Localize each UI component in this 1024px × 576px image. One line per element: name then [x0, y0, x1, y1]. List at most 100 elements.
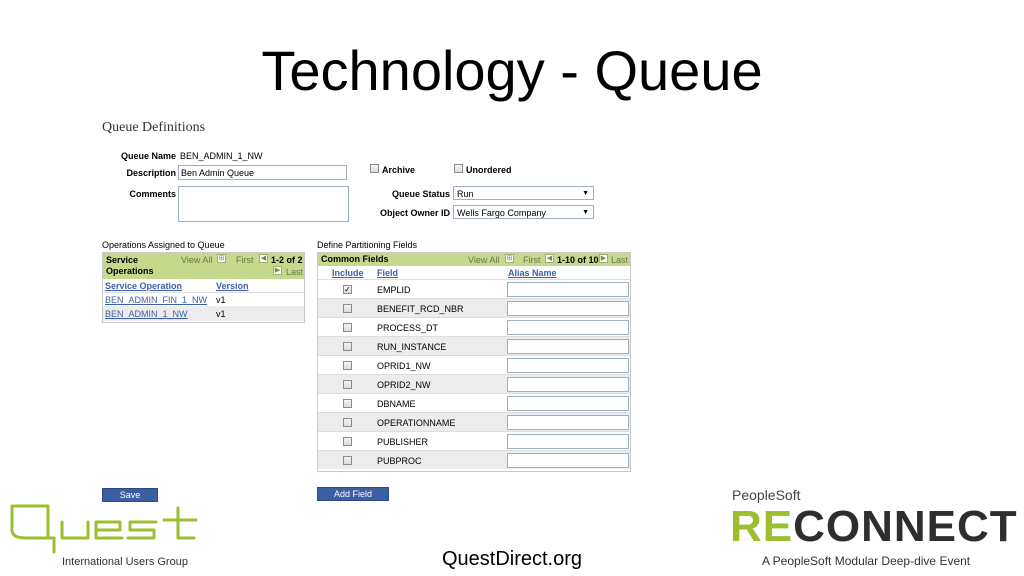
table-row: PUBPROC [318, 450, 630, 469]
column-header-version[interactable]: Version [216, 281, 249, 291]
quest-logo [10, 504, 198, 554]
next-icon[interactable]: ▶ [599, 254, 608, 263]
alias-name-input[interactable] [507, 396, 629, 411]
alias-name-input[interactable] [507, 282, 629, 297]
save-button[interactable]: Save [102, 488, 158, 502]
table-row: ✓EMPLID [318, 279, 630, 298]
chevron-down-icon: ▼ [582, 190, 589, 197]
service-operation-link[interactable]: BEN_ADMIN_FIN_1_NW [105, 295, 208, 305]
partition-grid-title: Define Partitioning Fields [317, 240, 418, 250]
prev-icon[interactable]: ◀ [545, 254, 554, 263]
chevron-down-icon: ▼ [582, 209, 589, 216]
alias-name-input[interactable] [507, 453, 629, 468]
field-name: PUBLISHER [377, 437, 429, 447]
queue-name-value: BEN_ADMIN_1_NW [180, 151, 263, 161]
partition-grid: Common Fields View All ⊞ First ◀ 1-10 of… [317, 252, 631, 472]
table-row: BENEFIT_RCD_NBR [318, 298, 630, 317]
object-owner-select[interactable]: Wells Fargo Company ▼ [453, 205, 594, 219]
column-header-field[interactable]: Field [377, 268, 399, 278]
reconnect-subtitle: A PeopleSoft Modular Deep-dive Event [762, 554, 971, 568]
include-checkbox[interactable] [343, 361, 352, 370]
include-checkbox[interactable] [343, 456, 352, 465]
comments-label: Comments [129, 189, 176, 199]
field-name: OPERATIONNAME [377, 418, 456, 428]
zoom-icon[interactable]: ⊞ [217, 254, 226, 263]
page-title: Queue Definitions [102, 120, 206, 135]
slide-title: Technology - Queue [261, 39, 763, 102]
operations-grid: Service Operations View All ⊞ First ◀ 1-… [102, 252, 305, 323]
operations-column-header-row: Service Operation Version [103, 279, 304, 292]
field-name: OPRID1_NW [377, 361, 431, 371]
operations-first-link[interactable]: First [236, 255, 254, 265]
include-checkbox[interactable] [343, 437, 352, 446]
zoom-icon[interactable]: ⊞ [505, 254, 514, 263]
queue-status-select[interactable]: Run ▼ [453, 186, 594, 200]
include-checkbox[interactable] [343, 399, 352, 408]
partition-header-label: Common Fields [321, 254, 389, 264]
alias-name-input[interactable] [507, 377, 629, 392]
include-checkbox[interactable] [343, 323, 352, 332]
archive-label: Archive [382, 165, 416, 175]
include-checkbox[interactable] [343, 342, 352, 351]
version-value: v1 [216, 295, 226, 305]
include-checkbox[interactable]: ✓ [343, 285, 352, 294]
table-row: PUBLISHER [318, 431, 630, 450]
partition-last-link[interactable]: Last [611, 255, 629, 265]
table-row: OPERATIONNAME [318, 412, 630, 431]
next-icon[interactable]: ▶ [273, 266, 282, 275]
alias-name-input[interactable] [507, 358, 629, 373]
queue-name-label: Queue Name [120, 151, 176, 161]
prev-icon[interactable]: ◀ [259, 254, 268, 263]
footer-url: QuestDirect.org [441, 548, 583, 570]
column-header-service-operation[interactable]: Service Operation [105, 281, 183, 291]
table-row: PROCESS_DT [318, 317, 630, 336]
operations-grid-header: Service Operations View All ⊞ First ◀ 1-… [103, 253, 304, 279]
reconnect-logo-rest: CONNECT [793, 502, 1018, 551]
partition-range: 1-10 of 10 [557, 255, 599, 265]
partition-view-all-link[interactable]: View All [468, 255, 500, 265]
field-name: BENEFIT_RCD_NBR [377, 304, 464, 314]
include-checkbox[interactable] [343, 304, 352, 313]
partition-first-link[interactable]: First [523, 255, 541, 265]
field-name: DBNAME [377, 399, 416, 409]
object-owner-value: Wells Fargo Company [457, 208, 546, 218]
queue-status-value: Run [457, 189, 474, 199]
queue-status-label: Queue Status [391, 189, 450, 199]
include-checkbox[interactable] [343, 418, 352, 427]
alias-name-input[interactable] [507, 320, 629, 335]
alias-name-input[interactable] [507, 339, 629, 354]
archive-checkbox[interactable] [370, 164, 379, 173]
partition-grid-header: Common Fields View All ⊞ First ◀ 1-10 of… [318, 253, 630, 266]
table-row: OPRID2_NW [318, 374, 630, 393]
reconnect-logo: RECONNECT [730, 502, 1018, 552]
table-row: BEN_ADMIN_FIN_1_NW v1 [103, 292, 304, 306]
operations-view-all-link[interactable]: View All [181, 255, 213, 265]
unordered-label: Unordered [466, 165, 512, 175]
table-row: OPRID1_NW [318, 355, 630, 374]
table-row: RUN_INSTANCE [318, 336, 630, 355]
peoplesoft-label: PeopleSoft [732, 487, 801, 503]
alias-name-input[interactable] [507, 415, 629, 430]
include-checkbox[interactable] [343, 380, 352, 389]
service-operation-link[interactable]: BEN_ADMIN_1_NW [105, 309, 188, 319]
object-owner-label: Object Owner ID [379, 208, 450, 218]
operations-last-link[interactable]: Last [286, 267, 304, 277]
operations-header-label: Service [106, 255, 139, 265]
version-value: v1 [216, 309, 226, 319]
partition-rows: ✓EMPLID BENEFIT_RCD_NBR PROCESS_DT RUN_INST… [318, 279, 630, 469]
alias-name-input[interactable] [507, 301, 629, 316]
field-name: PUBPROC [377, 456, 422, 466]
comments-field[interactable] [178, 186, 349, 222]
unordered-checkbox[interactable] [454, 164, 463, 173]
add-field-button[interactable]: Add Field [317, 487, 389, 501]
column-header-include[interactable]: Include [332, 268, 364, 278]
description-field[interactable]: Ben Admin Queue [178, 165, 347, 180]
table-row: BEN_ADMIN_1_NW v1 [103, 306, 304, 321]
operations-range: 1-2 of 2 [271, 255, 303, 265]
field-name: OPRID2_NW [377, 380, 431, 390]
alias-name-input[interactable] [507, 434, 629, 449]
column-header-alias-name[interactable]: Alias Name [508, 268, 557, 278]
table-row: DBNAME [318, 393, 630, 412]
field-name: PROCESS_DT [377, 323, 439, 333]
operations-grid-title: Operations Assigned to Queue [102, 240, 225, 250]
